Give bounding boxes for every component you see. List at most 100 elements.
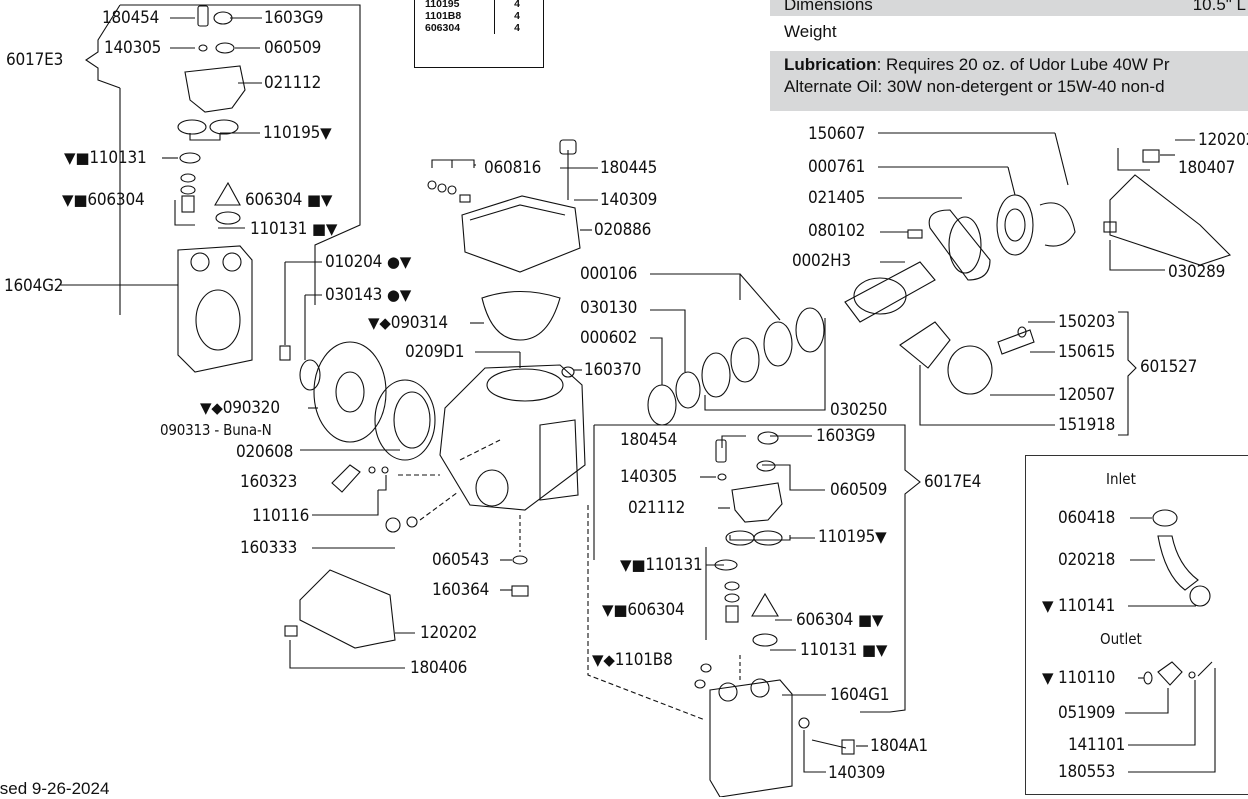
part-label: 110110 (1058, 668, 1116, 688)
spec-weight-row: Weight (770, 21, 1248, 43)
part-label: 180454 (620, 430, 678, 450)
kit-quantity-table: 110195 4 1101B8 4 606304 4 (414, 0, 544, 68)
quantity: 4 (494, 22, 539, 34)
part-label: 090320 (222, 398, 280, 418)
part-label: 0209D1 (405, 342, 465, 362)
alternate-oil-label: Alternate Oil: (784, 77, 883, 96)
part-label: 110131 (250, 219, 308, 239)
part-label: 110131 (800, 640, 858, 660)
part-label: 120202 (1198, 130, 1248, 150)
spec-dimensions-row: Dimensions 10.5" L (770, 0, 1248, 16)
quantity: 4 (494, 0, 539, 10)
part-label: 160364 (432, 580, 490, 600)
square-symbol: ■ (311, 220, 326, 238)
part-label: 120507 (1058, 385, 1116, 405)
lubrication-text: : Requires 20 oz. of Udor Lube 40W Pr (876, 55, 1170, 74)
circle-symbol: ● (386, 286, 400, 304)
part-label: 1804A1 (870, 736, 928, 756)
part-label: 030250 (830, 400, 888, 420)
part-label: 180407 (1178, 158, 1236, 178)
square-symbol: ■ (857, 611, 872, 629)
part-label: 020218 (1058, 550, 1116, 570)
part-label: 060543 (432, 550, 490, 570)
part-label: 110141 (1058, 596, 1116, 616)
part-label: 150615 (1058, 342, 1116, 362)
part-label: 606304 (87, 190, 145, 210)
part-label: 606304 (796, 610, 854, 630)
part-label: 606304 (245, 190, 303, 210)
part-label: 120202 (420, 623, 478, 643)
triangle-symbol: ▼ (1042, 669, 1054, 687)
part-label: 060509 (264, 38, 322, 58)
part-label: 160323 (240, 472, 298, 492)
assembly-label-601527: 601527 (1140, 357, 1198, 377)
part-label: 090314 (390, 313, 448, 333)
table-row: 606304 4 (421, 22, 539, 34)
assembly-label-6017E4: 6017E4 (924, 472, 982, 492)
part-label: 051909 (1058, 703, 1116, 723)
part-number: 606304 (425, 22, 461, 34)
square-symbol: ■ (73, 191, 88, 209)
assembly-label-6017E3: 6017E3 (6, 50, 64, 70)
part-label: 180445 (600, 158, 658, 178)
part-label: 1101B8 (614, 650, 673, 670)
inlet-outlet-box (1025, 455, 1248, 795)
part-label: 140309 (600, 190, 658, 210)
part-label: 110131 (645, 555, 703, 575)
part-label: 060418 (1058, 508, 1116, 528)
part-label: 140305 (620, 467, 678, 487)
outlet-title: Outlet (1100, 630, 1142, 648)
part-label: 021405 (808, 188, 866, 208)
dimensions-value: 10.5" L (1192, 0, 1246, 14)
triangle-symbol: ▼ (1042, 597, 1054, 615)
square-symbol: ■ (631, 556, 646, 574)
triangle-symbol: ▼ (592, 651, 604, 669)
part-label: 110195 (818, 527, 876, 547)
diamond-symbol: ◆ (603, 651, 615, 669)
part-label: 020886 (594, 220, 652, 240)
part-label: 1604G1 (830, 685, 890, 705)
part-label: 180553 (1058, 762, 1116, 782)
part-label: 180406 (410, 658, 468, 678)
part-label: 060816 (484, 158, 542, 178)
part-label: 140305 (104, 38, 162, 58)
revision-date: ised 9-26-2024 (0, 779, 110, 798)
weight-label: Weight (784, 22, 837, 41)
part-label: 060509 (830, 480, 888, 500)
part-label: 030143 (325, 285, 383, 305)
part-label: 1603G9 (264, 8, 324, 28)
part-label: 150607 (808, 124, 866, 144)
diamond-symbol: ◆ (211, 399, 223, 417)
part-label: 180454 (102, 8, 160, 28)
part-label: 160370 (584, 360, 642, 380)
square-symbol: ■ (75, 149, 90, 167)
table-row: 110195 4 (421, 0, 539, 10)
part-label: 090313 - Buna-N (160, 421, 272, 439)
part-label: 000602 (580, 328, 638, 348)
circle-symbol: ● (386, 253, 400, 271)
triangle-symbol: ▼ (399, 253, 412, 271)
bracket-6017E3 (120, 4, 361, 305)
lubrication-label: Lubrication (784, 55, 877, 74)
inlet-title: Inlet (1106, 470, 1136, 488)
part-label: 030289 (1168, 262, 1226, 282)
triangle-symbol: ▼ (399, 286, 412, 304)
triangle-symbol: ▼ (602, 601, 614, 619)
part-label: 010204 (325, 252, 383, 272)
triangle-symbol: ▼ (200, 399, 212, 417)
part-label: 020608 (236, 442, 294, 462)
part-label: 141101 (1068, 735, 1126, 755)
part-label: 110131 (89, 148, 147, 168)
triangle-symbol: ▼ (320, 191, 333, 209)
part-label: 021112 (628, 498, 686, 518)
part-label: 140309 (828, 763, 886, 783)
part-label: 160333 (240, 538, 298, 558)
triangle-symbol: ▼ (64, 149, 76, 167)
table-row: 1101B8 4 (421, 10, 539, 22)
part-label: 000761 (808, 157, 866, 177)
triangle-symbol: ▼ (325, 220, 338, 238)
triangle-symbol: ▼ (620, 556, 632, 574)
part-label: 021112 (264, 73, 322, 93)
triangle-symbol: ▼ (875, 528, 887, 546)
